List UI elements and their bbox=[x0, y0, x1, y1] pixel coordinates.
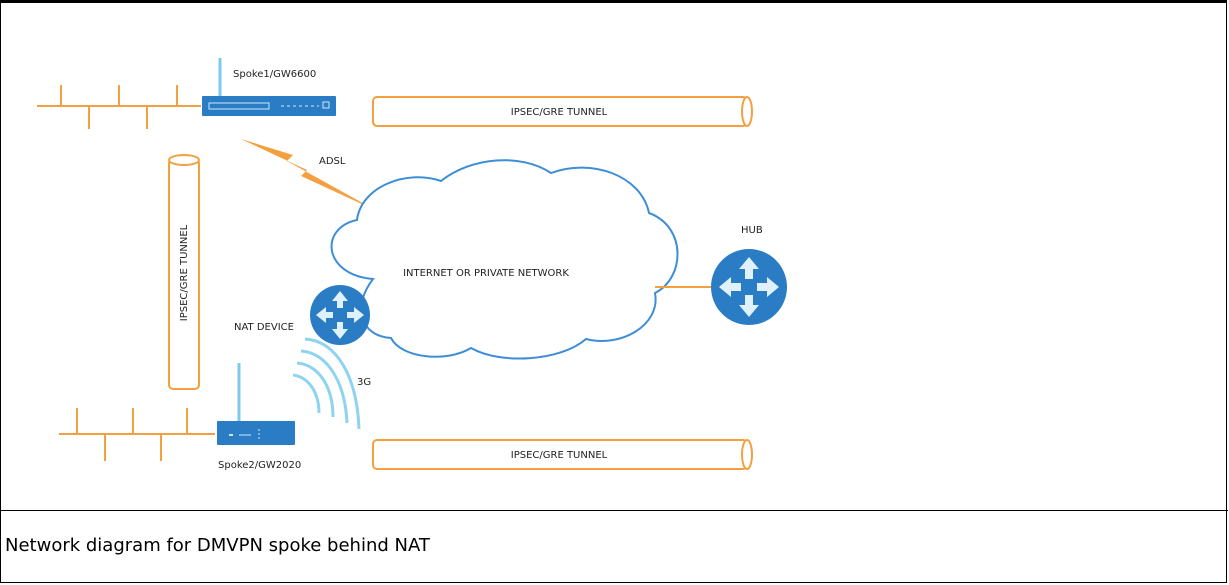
diagram-area: Spoke1/GW6600 ADSL IPSEC/GRE TUNNEL IPSE… bbox=[1, 3, 1228, 511]
network-diagram: Spoke1/GW6600 ADSL IPSEC/GRE TUNNEL IPSE… bbox=[37, 58, 787, 471]
top-tunnel bbox=[372, 96, 753, 127]
spoke2-label: Spoke2/GW2020 bbox=[218, 460, 301, 471]
spoke1-router-icon bbox=[202, 58, 336, 116]
hub-label: HUB bbox=[741, 225, 763, 236]
threeg-label: 3G bbox=[357, 377, 371, 388]
vertical-tunnel-label: IPSEC/GRE TUNNEL bbox=[179, 224, 190, 321]
top-tunnel-label: IPSEC/GRE TUNNEL bbox=[511, 107, 608, 118]
threeg-waves-icon bbox=[292, 337, 361, 430]
cloud-label: INTERNET OR PRIVATE NETWORK bbox=[403, 268, 569, 279]
adsl-link-icon bbox=[241, 139, 377, 211]
spoke1-label: Spoke1/GW6600 bbox=[233, 69, 316, 80]
adsl-label: ADSL bbox=[319, 156, 346, 167]
spoke2-lan bbox=[59, 408, 215, 461]
vertical-tunnel bbox=[168, 154, 200, 390]
figure-caption: Network diagram for DMVPN spoke behind N… bbox=[5, 535, 430, 556]
network-cloud bbox=[330, 159, 679, 360]
nat-router-icon bbox=[310, 285, 370, 345]
hub-router-icon bbox=[711, 249, 787, 325]
bottom-tunnel-label: IPSEC/GRE TUNNEL bbox=[511, 450, 608, 461]
spoke1-lan bbox=[37, 85, 201, 129]
bottom-tunnel bbox=[372, 439, 753, 470]
spoke2-router-icon bbox=[217, 363, 295, 445]
nat-label: NAT DEVICE bbox=[234, 322, 294, 333]
